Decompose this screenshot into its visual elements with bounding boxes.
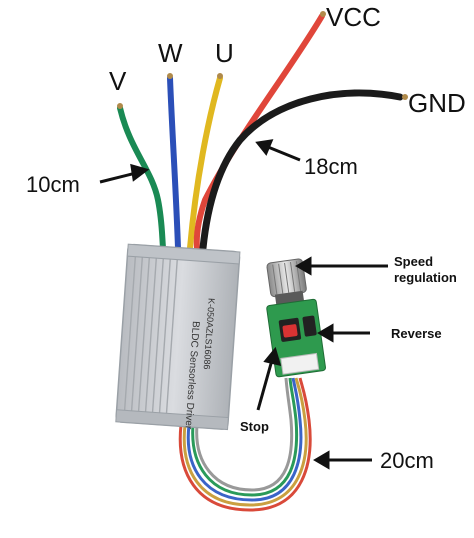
label-reverse: Reverse <box>391 326 442 341</box>
label-vcc: VCC <box>326 2 381 32</box>
harness-loop <box>182 377 308 507</box>
label-u: U <box>215 38 234 68</box>
label-v: V <box>109 66 127 96</box>
driver-housing: BLDC Sensorless Driver K-050AZLS16086 <box>115 243 241 430</box>
label-speed-regulation: Speed regulation <box>394 254 457 286</box>
wire-v <box>117 105 166 251</box>
control-board <box>266 258 327 378</box>
housing-model: K-050AZLS16086 <box>202 298 217 370</box>
label-board-length: 20cm <box>380 448 434 473</box>
label-speed-line1: Speed <box>394 254 434 269</box>
label-power-length: 18cm <box>304 154 358 179</box>
wire-w <box>167 75 181 251</box>
wire-gnd <box>199 89 404 252</box>
wire-u <box>187 75 223 251</box>
label-stop: Stop <box>240 419 269 434</box>
label-speed-line2: regulation <box>394 270 457 285</box>
label-gnd: GND <box>408 88 466 118</box>
label-w: W <box>158 38 183 68</box>
label-phase-length: 10cm <box>26 172 80 197</box>
